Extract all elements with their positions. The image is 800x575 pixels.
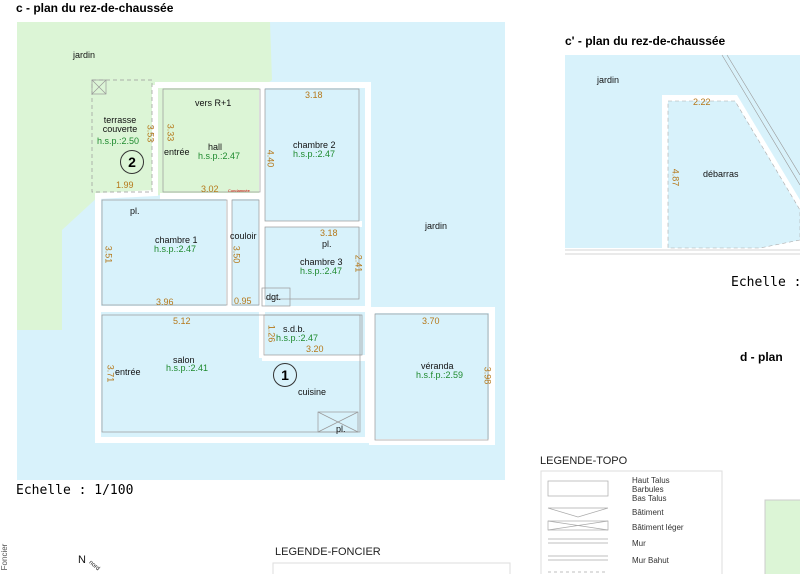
north-arrow-label: N [78, 554, 86, 566]
legende-foncier-title: LEGENDE-FONCIER [275, 546, 381, 558]
legend-symbols [547, 480, 609, 573]
label-jardin: jardin [73, 50, 96, 60]
label-dgt: dgt. [266, 292, 282, 302]
label-placard: pl. [336, 424, 346, 434]
garden-area [17, 22, 272, 330]
hsp-chambre-2: h.s.p.:2.47 [293, 149, 336, 159]
label-chambre-2: chambre 2 [293, 140, 336, 150]
label-entree: entrée [164, 147, 190, 157]
dimension: 3.02 [201, 184, 219, 194]
label-placard: pl. [322, 239, 332, 249]
label-sdb: s.d.b. [283, 324, 306, 334]
dimension: 4.87 [670, 168, 681, 187]
legende-topo-box [540, 470, 723, 574]
dimension: 3.20 [306, 344, 324, 354]
side-label: Foncier [0, 543, 9, 571]
dimension: 1.99 [116, 180, 134, 190]
label-chambre-3: chambre 3 [300, 257, 343, 267]
dimension: 3.96 [156, 297, 174, 307]
hsp-chambre-1: h.s.p.:2.47 [154, 244, 197, 254]
label-entree: entrée [115, 367, 141, 377]
room-outlines [91, 79, 489, 441]
plan-c-prime-scale: Echelle : [731, 275, 800, 290]
label-jardin: jardin [597, 75, 620, 85]
legend-item: Mur [632, 539, 646, 548]
hsp-sdb: h.s.p.:2.47 [276, 333, 319, 343]
legende-topo-title: LEGENDE-TOPO [540, 455, 628, 467]
dimension: 2.22 [693, 97, 711, 107]
label-couloir: couloir [230, 231, 257, 241]
legend-item: Bâtiment [632, 508, 664, 517]
hsp-hall: h.s.p.:2.47 [198, 151, 241, 161]
plan-c-prime-title: c' - plan du rez-de-chaussée [565, 34, 726, 48]
hsp-chambre-3: h.s.p.:2.47 [300, 266, 343, 276]
label-condamnee: Condamnée [228, 188, 250, 193]
label-placard: pl. [130, 206, 140, 216]
dimension: 1.26 [266, 324, 277, 343]
dimension: 5.12 [173, 316, 191, 326]
dimension: 2.41 [353, 254, 364, 273]
dimension: 4.40 [265, 149, 276, 168]
hsp-veranda: h.s.f.p.:2.59 [416, 370, 464, 380]
legende-foncier-box [272, 562, 511, 574]
label-debarras: débarras [703, 169, 739, 179]
hsp-terrasse: h.s.p.:2.50 [96, 136, 140, 146]
dimension: 3.70 [422, 316, 440, 326]
marker-1: 1 [273, 363, 297, 387]
label-veranda: véranda [421, 361, 454, 371]
dimension: 3.51 [103, 245, 114, 264]
dimension: 3.53 [145, 124, 156, 143]
label-vers-r1: vers R+1 [195, 98, 232, 108]
dimension: 3.50 [231, 245, 242, 264]
label-hall: hall [208, 142, 223, 152]
dimension: 3.18 [320, 228, 338, 238]
plan-c-scale: Echelle : 1/100 [16, 483, 134, 498]
marker-2: 2 [120, 150, 144, 174]
walls [95, 82, 495, 445]
dimension: 3.18 [305, 90, 323, 100]
label-terrasse: terrasse couverte [102, 115, 138, 134]
legend-item: Haut Talus [632, 476, 670, 485]
legend-item: Barbules [632, 485, 664, 494]
plan-d-title: d - plan [740, 350, 783, 364]
dimension: 0.95 [234, 296, 252, 306]
legend-item: Bâtiment léger [632, 523, 684, 532]
plan-c-title: c - plan du rez-de-chaussée [16, 1, 174, 15]
label-salon: salon [173, 355, 195, 365]
label-jardin: jardin [425, 221, 448, 231]
legend-item: Bas Talus [632, 494, 667, 503]
dimension: 3.98 [482, 366, 493, 385]
dimension: 3.33 [165, 123, 176, 142]
label-chambre-1: chambre 1 [155, 235, 198, 245]
hsp-salon: h.s.p.:2.41 [166, 363, 209, 373]
label-cuisine: cuisine [298, 387, 327, 397]
dimension: 3.71 [105, 364, 116, 383]
legend-swatch-green [764, 499, 800, 574]
legend-item: Mur Bahut [632, 556, 669, 565]
debarras-room [667, 100, 800, 249]
